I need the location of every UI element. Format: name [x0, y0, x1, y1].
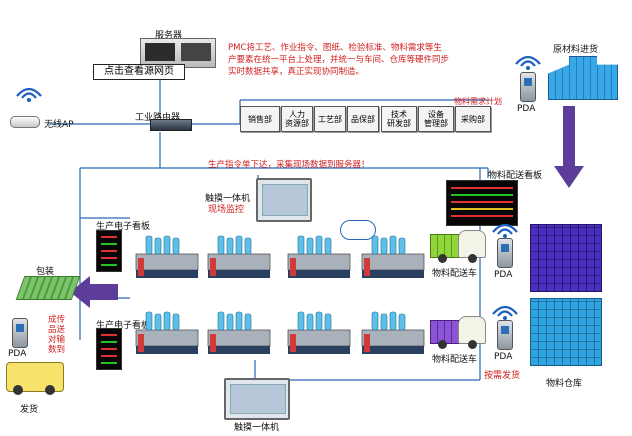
speech-bubble: [340, 220, 376, 240]
warehouse-label: 物料仓库: [546, 379, 583, 389]
pda-label-right-top: PDA: [494, 270, 513, 280]
server-label: 服务器: [155, 31, 183, 41]
industrial-router: [150, 119, 192, 131]
instruction-text: 生产指令单下达，采集现场数据到服务器！: [208, 160, 370, 170]
shipping-truck: [6, 362, 64, 395]
touch-terminal-bottom: [224, 378, 290, 420]
warehouse-lower-stack: [530, 298, 602, 366]
source-link-text: 点击查看源网页: [104, 66, 174, 77]
pmc-line-1: PMC将工艺、作业指令、图纸、检验标准、物料需求等生: [228, 43, 442, 53]
production-board-top: [96, 230, 122, 272]
touch-terminal-bottom-label: 触摸一体机: [234, 423, 280, 433]
warehouse-upper-stack: [530, 224, 602, 292]
material-delivery-board: [446, 180, 518, 226]
pmc-line-3: 实时数据共享，真正实现协同制造。: [228, 67, 365, 77]
pda-device-top: [520, 72, 536, 102]
pmc-line-2: 产要素在统一平台上处理，并统一与车间、仓库等硬件同步: [228, 55, 450, 65]
material-delivery-board-label: 物料配送看板: [488, 171, 543, 181]
source-link[interactable]: 点击查看源网页: [93, 64, 185, 80]
touch-terminal-top: [256, 178, 312, 222]
dept-equipment: 设备 管理部: [418, 106, 454, 132]
dept-purchasing: 采购部: [455, 106, 491, 132]
pmc-description: PMC将工艺、作业指令、图纸、检验标准、物料需求等生 产要素在统一平台上处理，并…: [228, 42, 449, 78]
dept-quality: 品保部: [347, 106, 379, 132]
wifi-icon: [492, 223, 518, 238]
pda-device-left: [12, 318, 28, 348]
access-point-device: [10, 116, 40, 128]
on-demand-delivery-label: 按需发货: [484, 371, 521, 381]
pda-device-right-top: [497, 238, 513, 268]
raw-material-label: 原材料进货: [553, 45, 599, 55]
production-board-label-bottom: 生产电子看板: [96, 321, 151, 331]
conveyor-line-2: 品送: [48, 325, 66, 335]
dept-rnd: 技术 研发部: [381, 106, 417, 132]
router-label: 工业路由器: [135, 113, 181, 123]
pda-label-right-bottom: PDA: [494, 352, 513, 362]
delivery-car-top: [430, 230, 486, 263]
production-board-label-top: 生产电子看板: [96, 222, 151, 232]
dept-process: 工艺部: [314, 106, 346, 132]
delivery-car-bottom-label: 物料配送车: [432, 355, 478, 365]
packaging-label: 包装: [36, 267, 55, 277]
conveyor-line-4: 数到: [48, 345, 66, 355]
conveyor-line-1: 成传: [48, 315, 66, 325]
pda-device-right-bottom: [497, 320, 513, 350]
material-demand-plan: 物料需求计划: [454, 97, 502, 106]
dept-sales: 销售部: [240, 106, 280, 132]
conveyor-scan-text: 成传 品送 对输 数到: [48, 315, 78, 355]
dept-hr: 人力 资源部: [281, 106, 313, 132]
conveyor-line-3: 对输: [48, 335, 66, 345]
touch-terminal-top-label: 触摸一体机: [205, 194, 251, 204]
delivery-car-bottom: [430, 316, 486, 349]
ship-label: 发货: [20, 405, 39, 415]
pda-label-top: PDA: [517, 104, 536, 114]
pda-label-left: PDA: [8, 349, 27, 359]
wifi-icon: [515, 55, 541, 70]
wireless-ap-label: 无线AP: [44, 120, 74, 130]
site-monitor-label: 现场监控: [208, 205, 245, 215]
packaging-conveyor: [15, 276, 81, 300]
wifi-icon: [16, 87, 42, 102]
delivery-car-top-label: 物料配送车: [432, 269, 478, 279]
production-board-bottom: [96, 328, 122, 370]
wifi-icon: [492, 305, 518, 320]
